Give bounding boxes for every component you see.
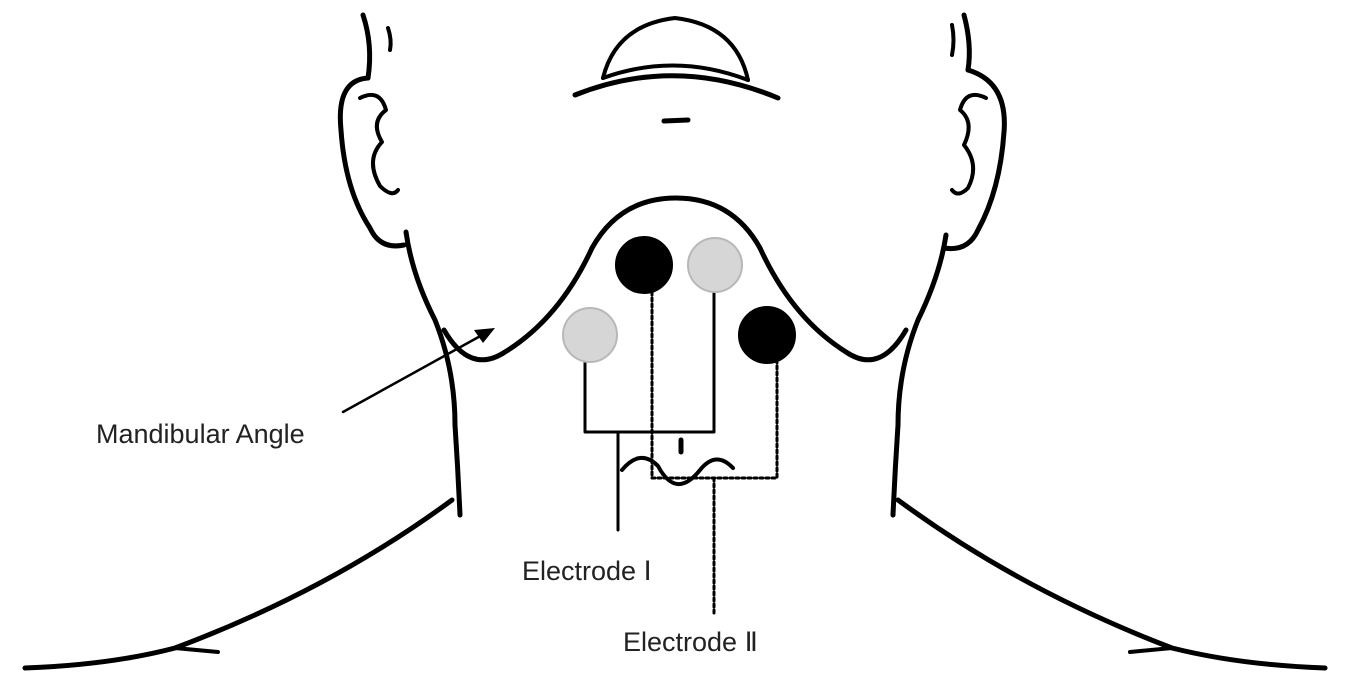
neck-right-outline [893, 235, 946, 515]
mouth [575, 18, 778, 121]
jaw-line [444, 198, 906, 360]
electrode-dark-right [739, 307, 795, 363]
mandibular-angle-label: Mandibular Angle [96, 421, 305, 448]
left-ear [340, 15, 404, 246]
electrode-1-label: Electrode Ⅰ [522, 558, 652, 585]
electrode-2-label: Electrode Ⅱ [623, 629, 758, 656]
right-ear [944, 15, 1004, 249]
electrode-light-left [563, 308, 617, 362]
mandibular-angle-arrow [343, 328, 495, 412]
right-shoulder [898, 500, 1325, 668]
left-shoulder [25, 500, 452, 668]
electrode-light-top [688, 238, 742, 292]
electrode-dark-top [616, 237, 672, 293]
